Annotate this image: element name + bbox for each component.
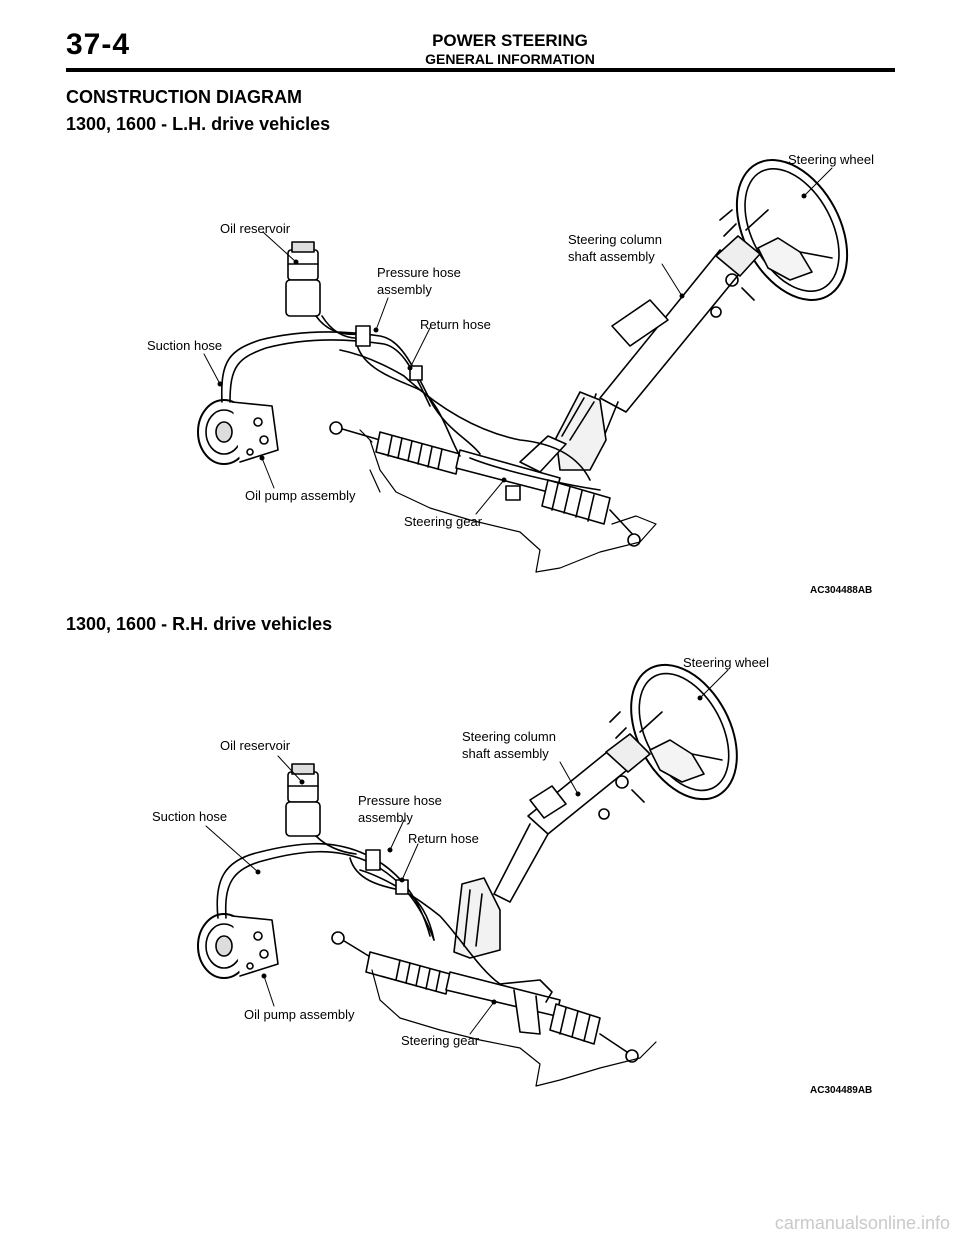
steering-gear-drawing: [331, 931, 639, 1063]
figure-id: AC304488AB: [810, 585, 873, 596]
oil-pump-drawing: [197, 913, 279, 979]
crossmember-drawing: [371, 969, 657, 1087]
footer-watermark: carmanualsonline.info: [774, 1213, 950, 1233]
oil-reservoir-drawing: [285, 241, 321, 317]
crossmember-drawing: [359, 429, 657, 573]
page-heading: CONSTRUCTION DIAGRAM: [66, 87, 302, 107]
column-boot-drawing: [453, 877, 501, 959]
figure-1-subheading: 1300, 1600 - L.H. drive vehicles: [66, 114, 331, 134]
label-steering-column-1: Steering column: [462, 729, 556, 744]
steering-wheel-drawing: [630, 663, 738, 801]
column-boot-drawing: [555, 391, 607, 471]
label-pressure-hose-2: assembly: [358, 810, 413, 825]
label-steering-column-2: shaft assembly: [462, 746, 549, 761]
label-pressure-hose-2: assembly: [377, 282, 432, 297]
label-steering-gear: Steering gear: [401, 1033, 480, 1048]
label-steering-wheel: Steering wheel: [683, 655, 769, 670]
label-steering-wheel: Steering wheel: [788, 152, 874, 167]
label-steering-gear: Steering gear: [404, 514, 483, 529]
oil-pump-drawing: [197, 399, 279, 465]
label-suction-hose: Suction hose: [152, 809, 228, 824]
hoses-drawing: [220, 315, 601, 491]
figure-id: AC304489AB: [810, 1085, 873, 1096]
page-number: 37-4: [66, 28, 131, 61]
figure-lh-drive: Steering wheel Oil reservoir Steering co…: [0, 140, 960, 600]
label-oil-pump: Oil pump assembly: [245, 488, 356, 503]
section-title: POWER STEERING: [432, 31, 588, 50]
steering-column-drawing: [493, 711, 651, 903]
leader-lines: [203, 167, 833, 515]
label-steering-column-1: Steering column: [568, 232, 662, 247]
steering-column-drawing: [579, 209, 761, 447]
figure-2-subheading: 1300, 1600 - R.H. drive vehicles: [66, 614, 333, 634]
label-suction-hose: Suction hose: [147, 338, 223, 353]
figure-lh-drawing: [197, 159, 849, 573]
label-return-hose: Return hose: [420, 317, 491, 332]
leader-lines: [205, 669, 729, 1035]
oil-reservoir-drawing: [285, 763, 321, 837]
header-rule: [66, 68, 895, 72]
label-return-hose: Return hose: [408, 831, 479, 846]
section-subtitle: GENERAL INFORMATION: [425, 51, 595, 67]
figure-rh-drawing: [197, 663, 738, 1087]
hoses-drawing: [216, 835, 501, 985]
label-oil-reservoir: Oil reservoir: [220, 221, 291, 236]
label-steering-column-2: shaft assembly: [568, 249, 655, 264]
label-oil-reservoir: Oil reservoir: [220, 738, 291, 753]
figure-rh-drive: Steering wheel Oil reservoir Steering co…: [0, 640, 960, 1100]
label-pressure-hose-1: Pressure hose: [358, 793, 442, 808]
label-pressure-hose-1: Pressure hose: [377, 265, 461, 280]
label-oil-pump: Oil pump assembly: [244, 1007, 355, 1022]
